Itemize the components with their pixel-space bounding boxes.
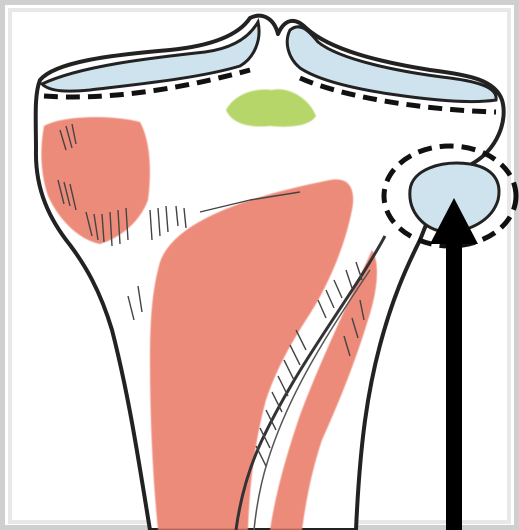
arrow-shaft bbox=[446, 238, 462, 530]
